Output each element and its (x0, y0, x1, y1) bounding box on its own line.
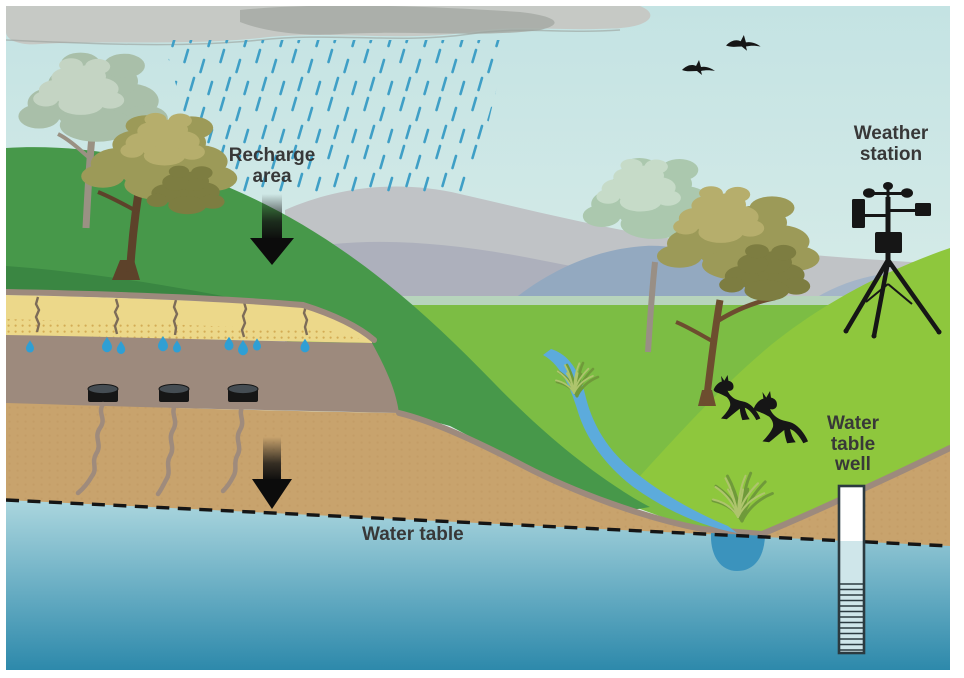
monitoring-well-icon (837, 484, 866, 655)
surface-line (6, 289, 377, 343)
water-table-label-text: Water table (362, 524, 464, 545)
valley-soil-boundary (396, 410, 765, 537)
percolation-arrow-icon (252, 437, 292, 509)
water-table-well-label-line1: Water (826, 413, 880, 434)
water-table-well-label-line2: table (830, 433, 876, 455)
buried-drum-icon (87, 383, 259, 402)
weather-station-label-line1: Weather (853, 123, 929, 144)
stream-pool (710, 533, 765, 571)
water-table-well-label: Water table well (813, 413, 893, 476)
weather-station-label-line2: station (859, 143, 923, 165)
water-table-well-label-line3: well (835, 454, 871, 476)
left-hill (6, 147, 650, 512)
recharge-area-label-line1: Recharge (228, 145, 316, 166)
leachate-crack-icon (75, 401, 246, 497)
tree-icon (18, 52, 820, 406)
recharge-arrow-icon (250, 194, 294, 265)
weather-station-icon (843, 182, 942, 339)
right-hill (640, 248, 950, 534)
soil-yellow-texture (6, 319, 372, 342)
recharge-area-label: Recharge area (222, 145, 322, 187)
hills (6, 147, 950, 534)
rainfall-icon (163, 40, 508, 192)
rain-cloud-icon (6, 6, 651, 46)
water-table-line-icon (6, 498, 950, 548)
weather-station-label: Weather station (841, 123, 941, 165)
recharge-area-label-line2: area (252, 165, 292, 187)
soil-crack-icon (34, 296, 309, 338)
water-table-label: Water table (362, 524, 492, 546)
stream-icon (543, 349, 737, 533)
soil-taupe-layer (6, 335, 399, 413)
left-hill-shade (6, 266, 370, 340)
